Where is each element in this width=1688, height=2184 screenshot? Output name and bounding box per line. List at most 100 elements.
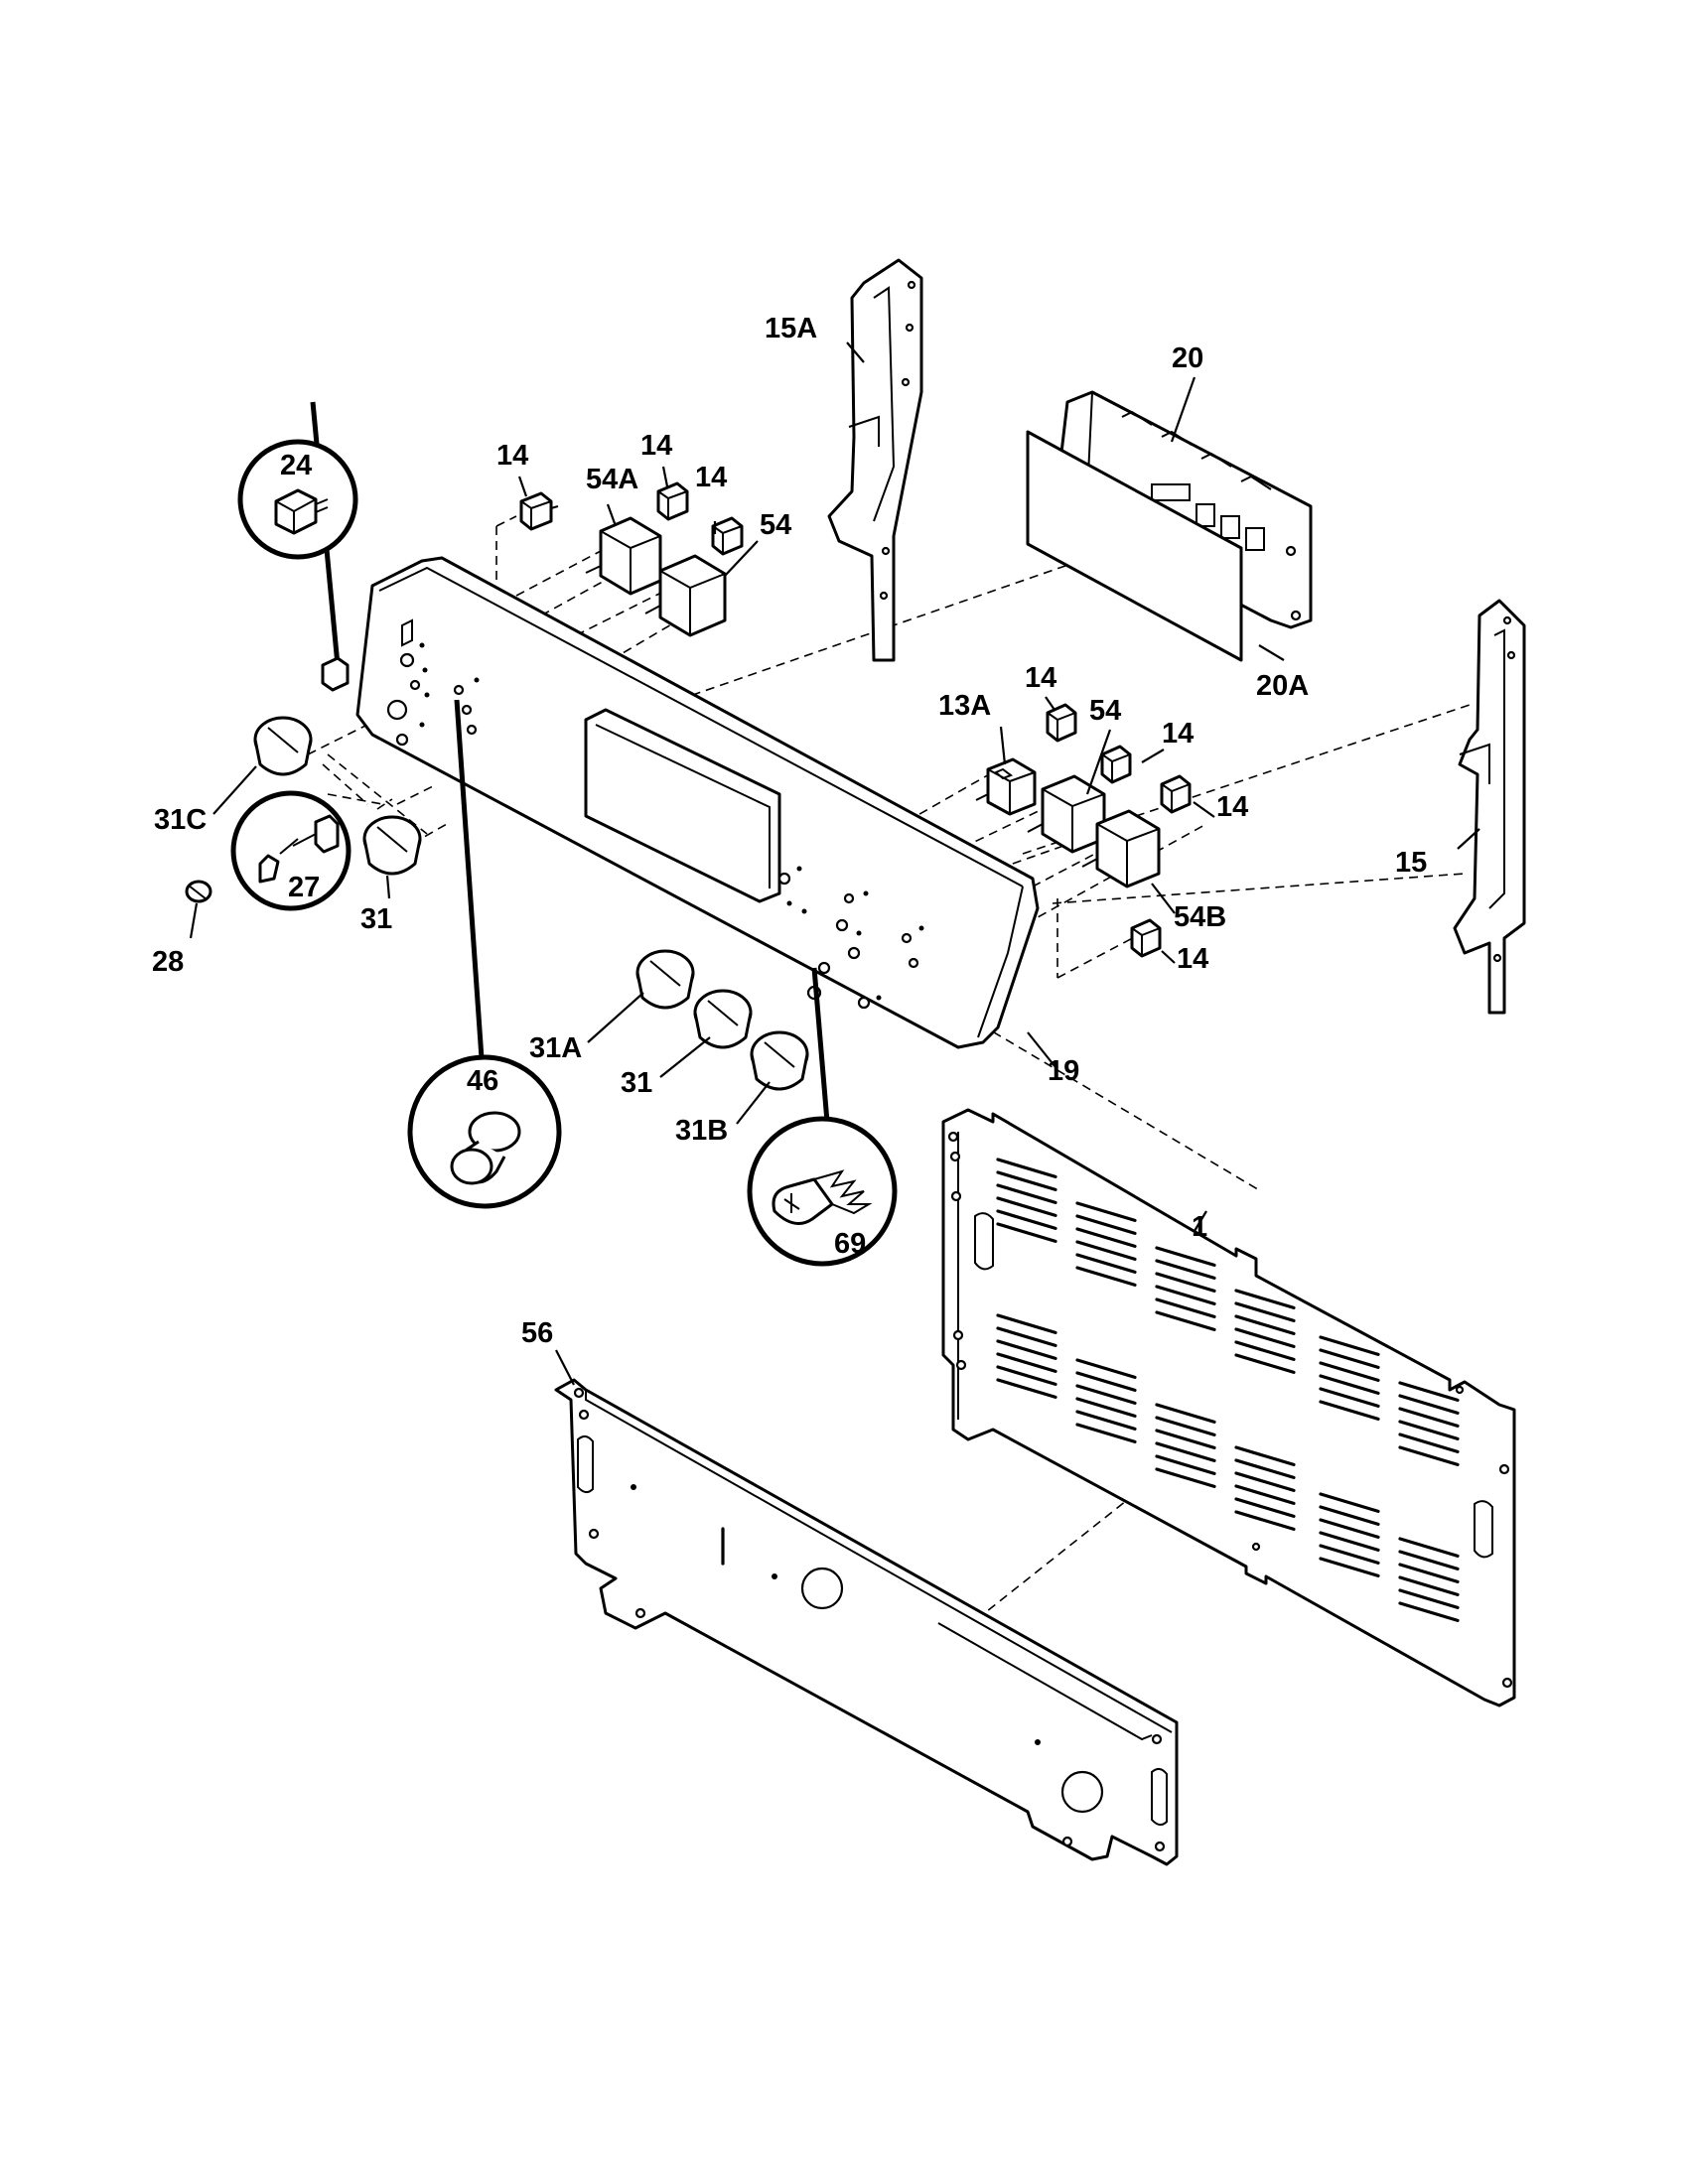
louver-slot [1234, 1289, 1296, 1309]
louver-slot [1075, 1397, 1137, 1418]
label-31b: 31B [675, 1115, 728, 1147]
louver-slot [1398, 1407, 1460, 1428]
louver-slot [1398, 1381, 1460, 1402]
louver-slot [1398, 1550, 1460, 1570]
part-54-infinite-switch-right [1027, 774, 1106, 854]
part-19-console-panel [355, 556, 1040, 1049]
part-13a-switch [975, 757, 1037, 816]
louver-slot [996, 1378, 1057, 1399]
part-56-lower-panel [554, 1378, 1179, 1866]
label-20a: 20A [1256, 670, 1309, 702]
label-20: 20 [1172, 342, 1203, 374]
louver-slot [996, 1352, 1057, 1373]
louver-slot [1075, 1201, 1137, 1222]
louver-slot [1319, 1361, 1380, 1382]
louver-slot [1319, 1505, 1380, 1526]
label-14-d: 14 [1025, 662, 1056, 694]
part-14-switch-2 [656, 481, 689, 521]
label-27: 27 [288, 872, 320, 903]
callout-24-rocker-switch [237, 401, 358, 692]
louver-slot [1319, 1348, 1380, 1369]
louver-slot [1398, 1588, 1460, 1609]
louver-slot [996, 1209, 1057, 1230]
part-14-switch-5 [1100, 745, 1132, 784]
part-14-switch-4 [1046, 703, 1077, 743]
louver-slot [1075, 1266, 1137, 1287]
louver-slot [1155, 1272, 1216, 1293]
louver-slot [1319, 1374, 1380, 1395]
label-31-a: 31 [360, 903, 392, 935]
louver-slot [1398, 1445, 1460, 1466]
louver-slot [1155, 1285, 1216, 1305]
louver-slot [1319, 1518, 1380, 1539]
part-31c-knob [253, 716, 313, 776]
part-14-switch-1 [519, 491, 559, 531]
label-54a: 54A [586, 464, 638, 495]
label-14-b: 14 [640, 430, 672, 462]
louver-slot [996, 1365, 1057, 1386]
louver-slot [1234, 1353, 1296, 1374]
part-31b-knob [750, 1030, 809, 1091]
part-31a-knob [635, 949, 695, 1010]
louver-slot [1075, 1227, 1137, 1248]
part-28-cap [185, 880, 212, 903]
part-54-infinite-switch-left [644, 554, 727, 637]
louver-slot [1075, 1358, 1137, 1379]
louver-slot [1234, 1445, 1296, 1466]
part-15a-bracket [827, 258, 923, 662]
label-14-f: 14 [1216, 791, 1248, 823]
label-56: 56 [521, 1317, 553, 1349]
label-46: 46 [467, 1065, 498, 1097]
label-24: 24 [280, 450, 312, 481]
louver-slot [1398, 1433, 1460, 1453]
label-14-c: 14 [695, 462, 727, 493]
louver-slot [1234, 1314, 1296, 1335]
louver-slot [996, 1170, 1057, 1191]
label-54-a: 54 [760, 509, 791, 541]
label-13a: 13A [938, 690, 991, 722]
part-31-knob-center [693, 989, 753, 1049]
label-1: 1 [1192, 1211, 1207, 1243]
part-54b-infinite-switch [1081, 809, 1161, 888]
label-54b: 54B [1174, 901, 1226, 933]
louver-slot [1319, 1400, 1380, 1421]
louver-slot [1398, 1394, 1460, 1415]
label-31c: 31C [154, 804, 207, 836]
label-14-g: 14 [1177, 943, 1208, 975]
part-54a-infinite-switch [585, 516, 662, 596]
callout-46-plug [407, 699, 562, 1209]
louver-slot [1075, 1253, 1137, 1274]
louver-slot [1155, 1297, 1216, 1318]
louver-slot [1075, 1371, 1137, 1392]
louver-slot [996, 1326, 1057, 1347]
louver-slot [1075, 1384, 1137, 1405]
label-31a: 31A [529, 1032, 582, 1064]
louver-slot [1319, 1531, 1380, 1552]
louver-slot [996, 1158, 1057, 1178]
leader-lines [189, 341, 1480, 1386]
louver-slot [1319, 1557, 1380, 1577]
label-15: 15 [1395, 847, 1427, 879]
louver-slot [1155, 1441, 1216, 1462]
rear-panel-louvers [996, 1158, 1460, 1622]
louver-slot [1155, 1454, 1216, 1475]
label-31-b: 31 [621, 1067, 652, 1099]
part-labels: 15A 20 24 14 14 54A 14 54 20A 13A 14 54 … [152, 313, 1427, 1349]
part-14-switch-6 [1160, 774, 1192, 814]
part-15-bracket [1453, 599, 1526, 1015]
louver-slot [1234, 1340, 1296, 1361]
label-69: 69 [834, 1228, 866, 1260]
louver-slot [996, 1222, 1057, 1243]
louver-slot [1155, 1246, 1216, 1267]
louver-slot [1398, 1420, 1460, 1440]
louver-slot [1319, 1335, 1380, 1356]
label-54-b: 54 [1089, 695, 1121, 727]
louver-slot [1155, 1259, 1216, 1280]
louver-slot [1234, 1301, 1296, 1322]
louver-slot [1398, 1563, 1460, 1583]
louver-slot [996, 1313, 1057, 1334]
louver-slot [1075, 1423, 1137, 1443]
louver-slot [1155, 1416, 1216, 1436]
louver-slot [1319, 1387, 1380, 1408]
